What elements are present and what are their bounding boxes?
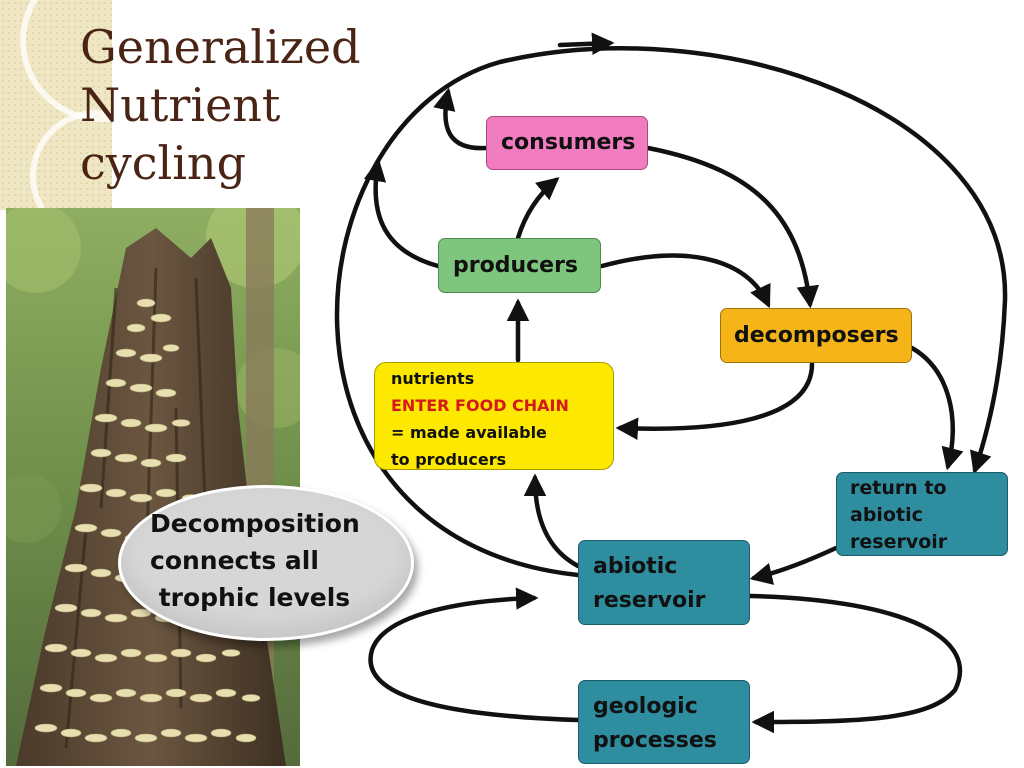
- producers-label: producers: [453, 253, 579, 278]
- nutrients-line-4: to producers: [391, 450, 507, 469]
- return-to-abiotic-arrow: [749, 545, 839, 585]
- callout-text: Decomposition connects all trophic level…: [150, 505, 360, 616]
- callout-bubble: [118, 485, 414, 641]
- abiotic-reservoir-box: abiotic reservoir: [578, 540, 750, 625]
- nutrients-line-1: nutrients: [391, 369, 475, 388]
- callout-line-3: trophic levels: [150, 583, 351, 612]
- consumers-to-decomposers-arrow: [645, 145, 820, 309]
- corner-decoration: [0, 0, 182, 242]
- abiotic-line-2: reservoir: [593, 588, 706, 613]
- producers-to-decomposers-arrow: [599, 253, 771, 309]
- geologic-line-2: processes: [593, 728, 717, 753]
- producers-to-loop-arrow: [363, 158, 441, 269]
- geologic-to-abiotic-arrow: [368, 587, 581, 723]
- abiotic-line-1: abiotic: [593, 554, 678, 579]
- producers-to-consumers-arrow: [515, 177, 560, 241]
- decomposers-label: decomposers: [734, 323, 899, 348]
- nutrients-line-3: = made available: [391, 423, 547, 442]
- title-line-3: cycling: [80, 136, 247, 190]
- consumers-label: consumers: [501, 130, 636, 155]
- return-line-3: reservoir: [850, 531, 948, 553]
- producers-box: producers: [438, 238, 601, 293]
- geologic-line-1: geologic: [593, 694, 698, 719]
- return-to-reservoir-box: return to abiotic reservoir: [836, 472, 1008, 556]
- geologic-processes-box: geologic processes: [578, 680, 750, 764]
- outer-cycle-arrowhead-top: [557, 32, 615, 55]
- nutrients-box: nutrients ENTER FOOD CHAIN = made availa…: [374, 362, 614, 470]
- decomposers-box: decomposers: [720, 308, 912, 363]
- return-line-2: abiotic: [850, 504, 923, 526]
- decomposers-to-nutrients-arrow: [615, 361, 815, 440]
- consumers-to-loop-arrow: [433, 87, 489, 151]
- callout-line-2: connects all: [150, 546, 319, 575]
- consumers-box: consumers: [486, 116, 648, 170]
- abiotic-to-geologic-arrow: [747, 593, 963, 734]
- abiotic-to-nutrients-arrow: [523, 473, 581, 569]
- callout-line-1: Decomposition: [150, 509, 360, 538]
- decomposers-to-return-arrow: [909, 345, 964, 471]
- slide-title: Generalized Nutrient cycling: [80, 18, 361, 192]
- return-line-1: return to: [850, 477, 947, 499]
- enter-food-chain-label: ENTER FOOD CHAIN: [391, 396, 569, 415]
- title-line-2: Nutrient: [80, 78, 281, 132]
- title-line-1: Generalized: [80, 20, 361, 74]
